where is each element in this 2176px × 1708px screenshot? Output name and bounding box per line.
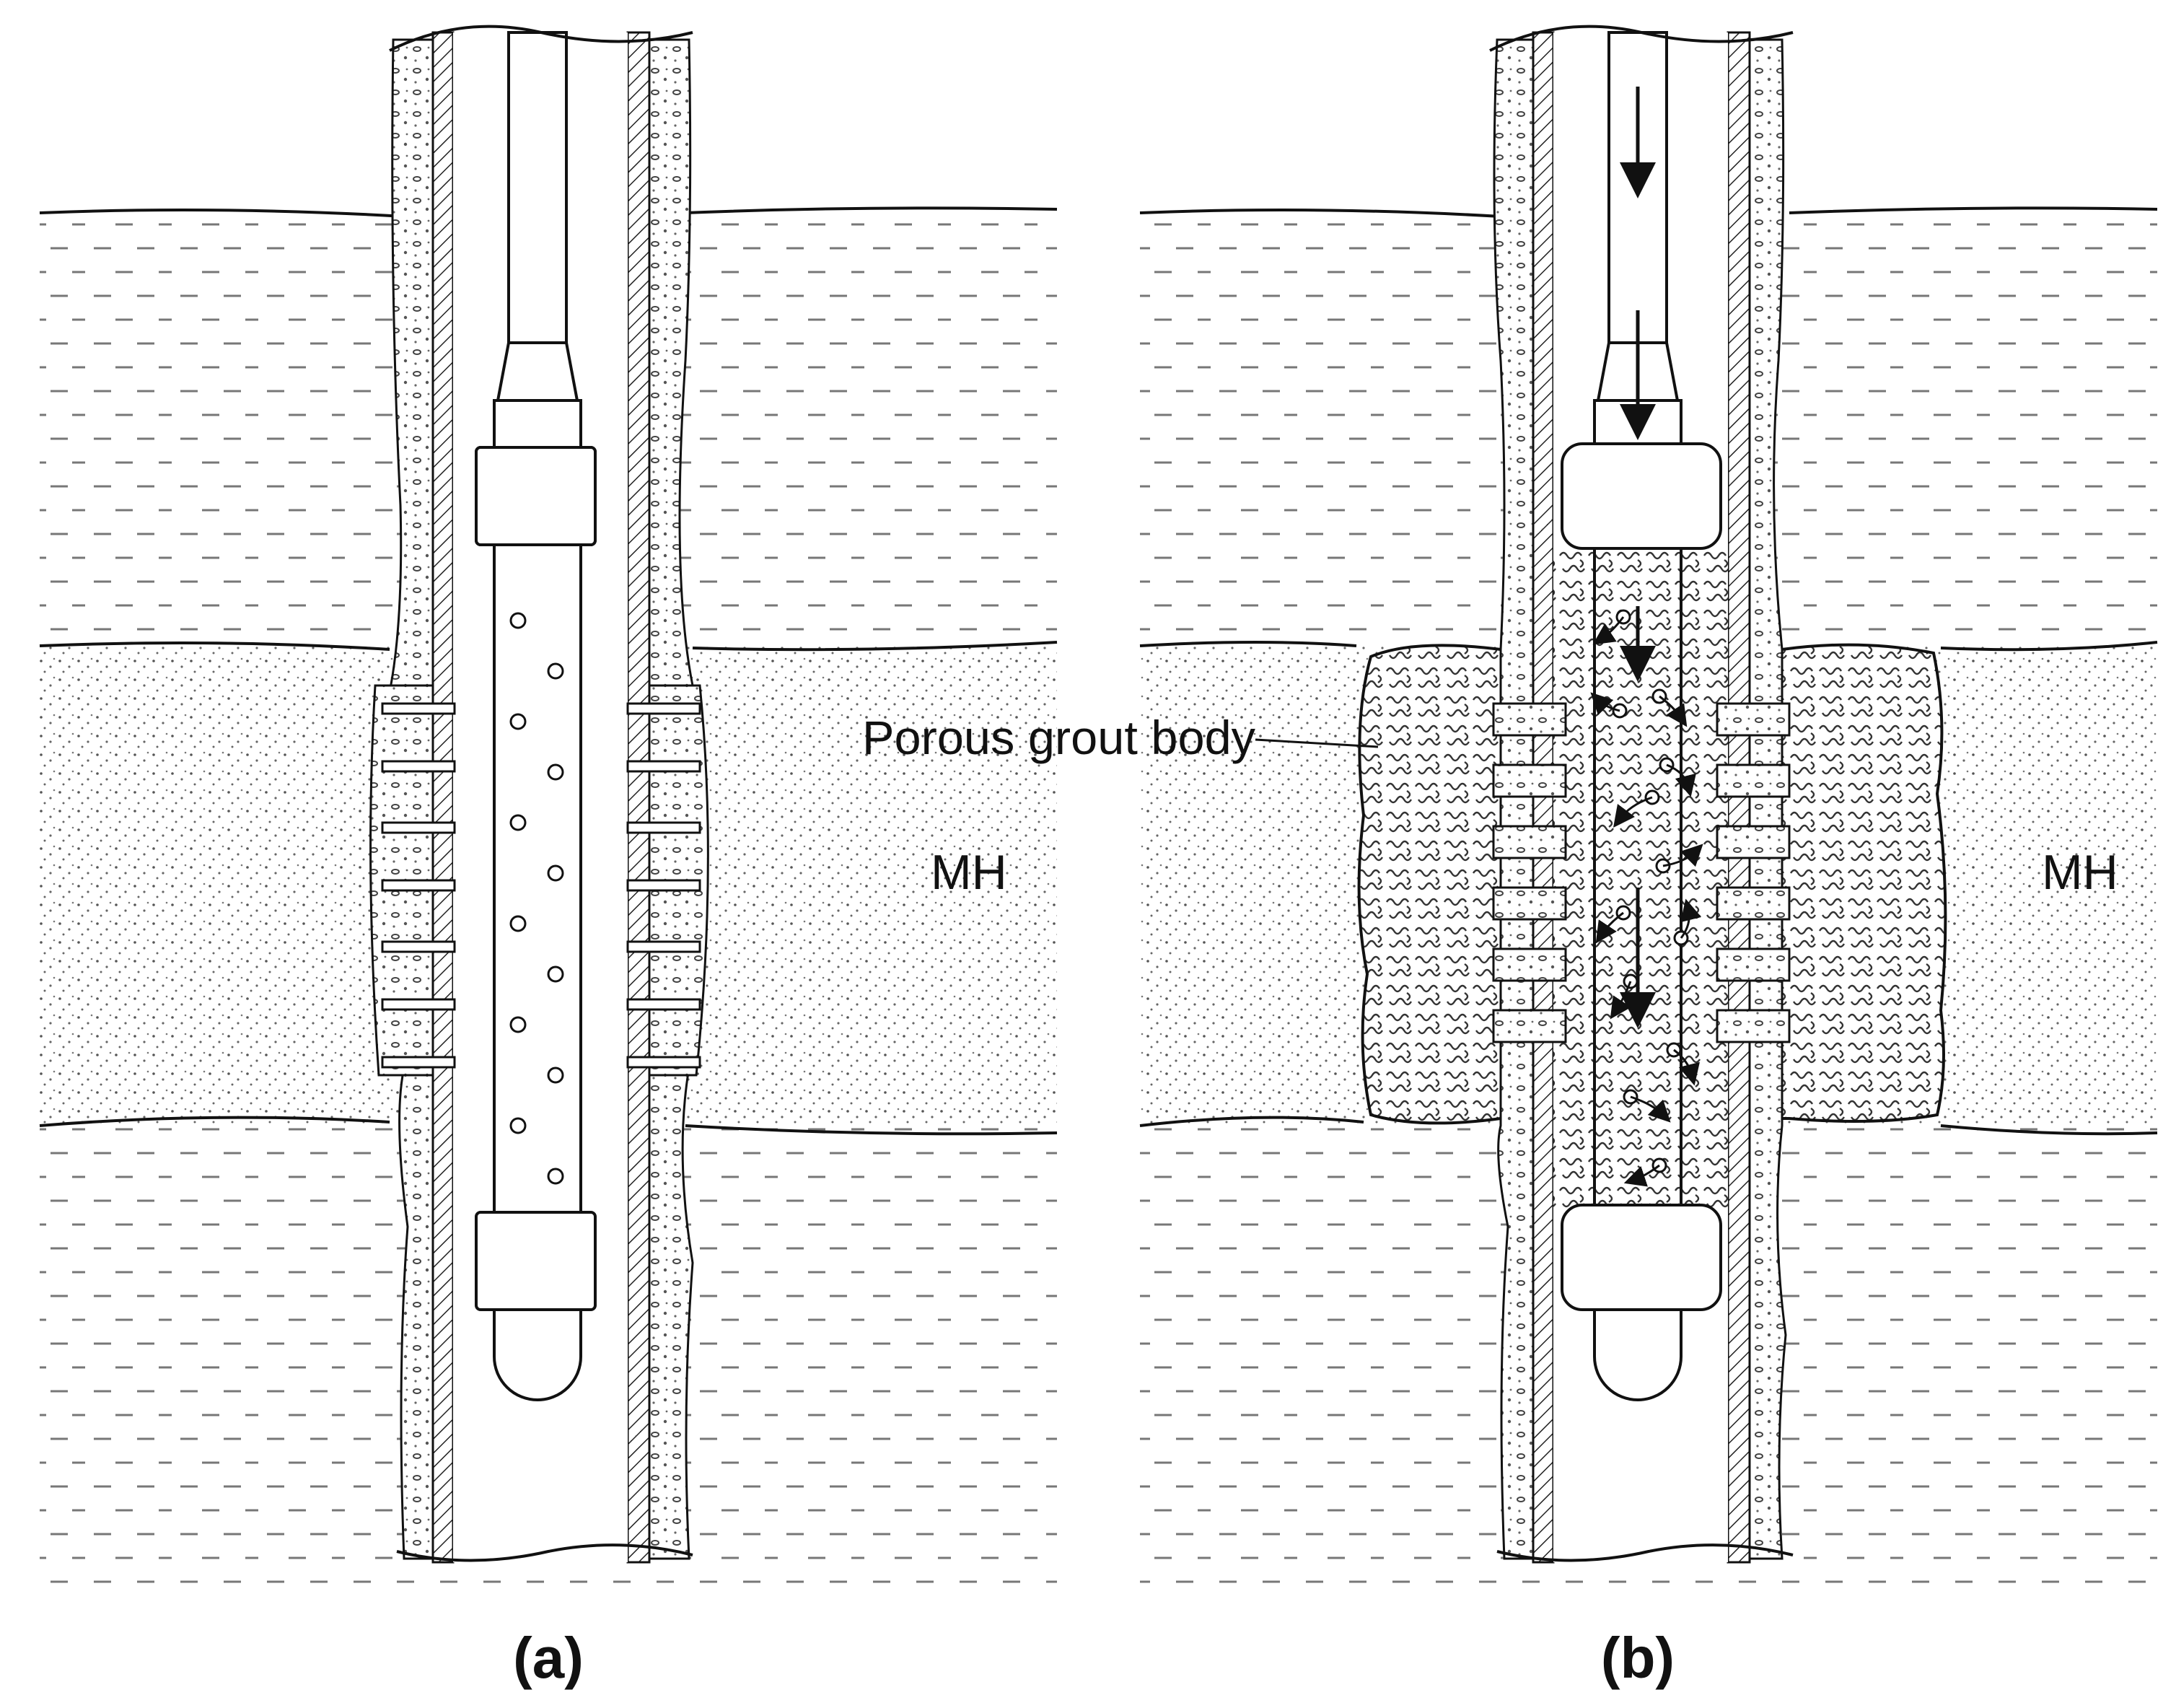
grout-annulus-left-b — [1493, 38, 1535, 1560]
bottom-edge-a — [396, 1543, 693, 1562]
ground-boundary-b — [1139, 206, 2158, 218]
tool-nose-b — [1593, 1308, 1683, 1401]
top-edge-b — [1489, 25, 1794, 52]
panel-a: MH (a) — [39, 25, 1058, 1690]
porous-grout-body-label: Porous grout body — [862, 711, 1255, 764]
packer-upper-face-a — [475, 446, 597, 546]
casing-perforations-b — [1492, 702, 1791, 1043]
caption-a: (a) — [513, 1626, 584, 1690]
mh-label-b: MH — [2042, 845, 2118, 900]
callout-leader — [1255, 738, 1379, 748]
tool-nose-a — [493, 1308, 582, 1401]
mh-top-boundary-a — [39, 641, 1058, 652]
mh-bottom-boundary-a — [39, 1116, 1058, 1136]
tool-cone-a — [496, 341, 579, 402]
top-edge-a — [389, 25, 693, 52]
bottom-edge-b — [1496, 1543, 1794, 1562]
inner-pipe-b — [1607, 31, 1668, 344]
packer-lower-a — [475, 1211, 597, 1311]
panel-b: Porous grout body MH (b) — [862, 25, 2158, 1690]
ground-boundary-a — [39, 206, 1058, 218]
tool-body-a — [493, 399, 582, 1326]
mh-bottom-boundary-b — [1139, 1116, 2158, 1136]
mh-top-boundary-b — [1139, 641, 2158, 652]
casing-wall-right-a — [626, 31, 651, 1564]
packer-upper-b — [1561, 442, 1722, 550]
grout-annulus-right-b — [1745, 38, 1787, 1560]
casing-perforations-a — [381, 702, 701, 1069]
mh-label-a: MH — [931, 845, 1007, 900]
tool-holes-a — [509, 612, 564, 1185]
inner-pipe-a — [507, 31, 568, 344]
bore-grout-fill-b — [1553, 548, 1728, 1212]
caption-b: (b) — [1601, 1626, 1675, 1690]
packer-lower-b — [1561, 1204, 1722, 1311]
dispersion-arrows — [1590, 616, 1703, 1187]
casing-wall-left-a — [431, 31, 455, 1564]
